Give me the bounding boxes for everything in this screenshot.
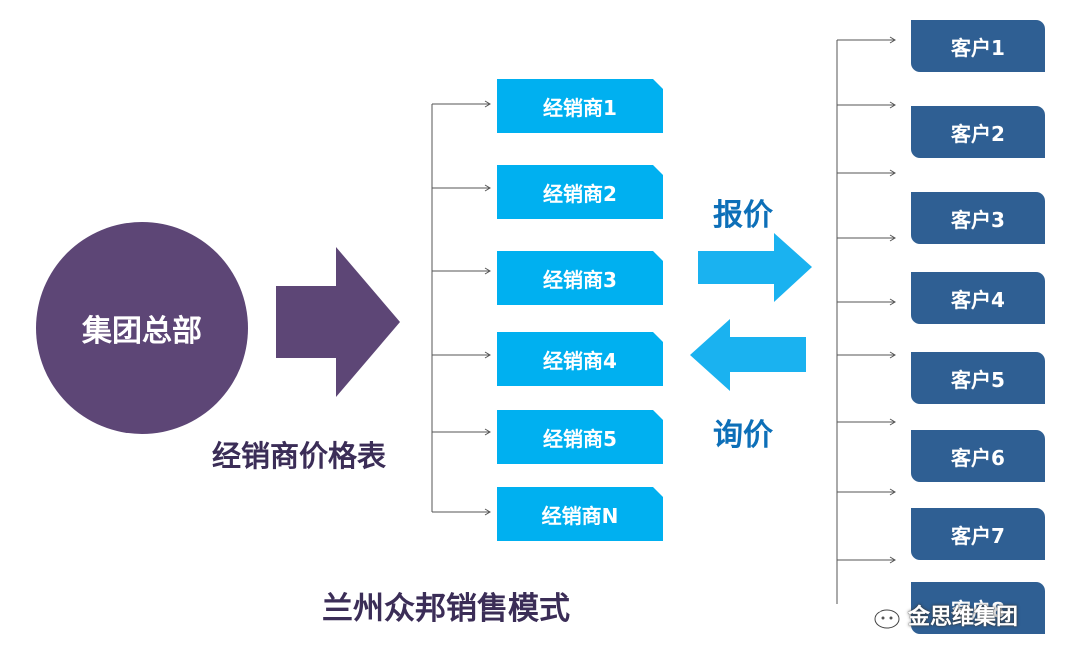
customer-box: 客户7	[911, 508, 1045, 560]
dealer-box: 经销商2	[497, 165, 663, 219]
customer-box: 客户3	[911, 192, 1045, 244]
connector-arrowhead	[484, 100, 491, 108]
connector-arrowhead	[484, 351, 491, 359]
distribution-arrow	[276, 247, 400, 397]
connector-arrowhead	[889, 488, 896, 496]
connector-arrowhead	[889, 101, 896, 109]
price-list-label: 经销商价格表	[212, 439, 387, 473]
connector-arrowhead	[889, 556, 896, 564]
headquarters-label: 集团总部	[82, 314, 202, 349]
connector-arrowhead	[889, 298, 896, 306]
quote-arrow	[698, 233, 812, 302]
headquarters-circle: 集团总部	[36, 222, 248, 434]
customer-box: 客户5	[911, 352, 1045, 404]
dealer-connectors	[431, 100, 491, 516]
quote-label: 报价	[713, 198, 773, 233]
connector-arrowhead	[889, 418, 896, 426]
customer-box: 客户8	[911, 582, 1045, 634]
connector-arrowhead	[484, 184, 491, 192]
connector-arrowhead	[889, 234, 896, 242]
wechat-icon	[859, 599, 900, 629]
customer-connectors	[836, 36, 896, 604]
connector-arrowhead	[484, 508, 491, 516]
connector-arrowhead	[889, 169, 896, 177]
customer-box: 客户6	[911, 430, 1045, 482]
dealer-box: 经销商N	[497, 487, 663, 541]
inquiry-label: 询价	[713, 418, 773, 453]
model-title: 兰州众邦销售模式	[322, 591, 570, 627]
connector-arrowhead	[889, 351, 896, 359]
watermark: 金思维集团	[858, 596, 1018, 634]
watermark-text: 金思维集团	[908, 605, 1019, 630]
dealer-box: 经销商4	[497, 332, 663, 386]
inquiry-arrow	[690, 319, 806, 391]
connector-arrowhead	[484, 267, 491, 275]
customer-box: 客户1	[911, 20, 1045, 72]
customer-box: 客户2	[911, 106, 1045, 158]
customer-box: 客户4	[911, 272, 1045, 324]
dealer-box: 经销商5	[497, 410, 663, 464]
connector-arrowhead	[889, 36, 896, 44]
dealer-box: 经销商3	[497, 251, 663, 305]
dealer-box: 经销商1	[497, 79, 663, 133]
connector-arrowhead	[484, 428, 491, 436]
